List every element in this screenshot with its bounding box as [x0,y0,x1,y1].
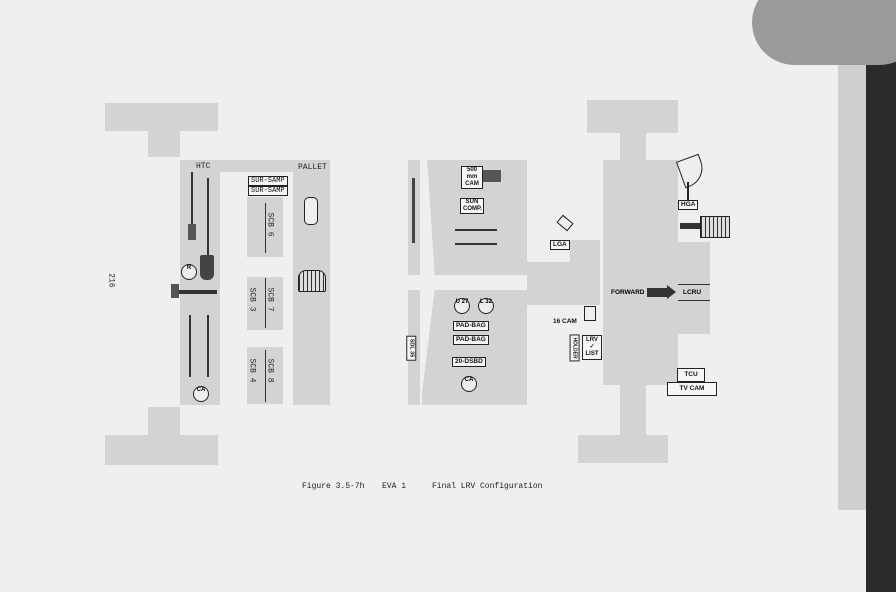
scoop-head-icon [188,224,196,240]
divider [678,284,710,285]
hga-dish-icon [675,153,709,189]
forward-arrowhead-icon [667,285,676,299]
hammer-icon [175,290,217,294]
lcru-area [678,242,710,334]
core-tube-icon [455,243,497,245]
divider [265,350,266,402]
hga-mast-icon [687,182,689,200]
tongs-head-icon [200,255,214,280]
wheel-well-bottom [105,435,218,465]
figure-number: Figure 3.5-7h [302,482,365,491]
hga-label: HGA [678,200,699,210]
scoop-icon [191,172,193,234]
magazine-rack-icon [298,270,326,292]
sdl-label: SDL 35 [406,335,417,361]
forward-arrow-icon [647,288,667,297]
forward-label: FORWARD [611,289,645,296]
lga-area [570,240,600,265]
cam-16-icon [584,306,596,321]
vehicle-body [603,160,678,385]
wheel-well-top [105,103,218,131]
scb-4: SCB 4 [247,358,257,383]
strut-top-right [620,133,646,160]
strut-top [148,130,180,157]
camera-icon [304,197,318,225]
sur-samp-1: SUR-SAMP [248,176,288,186]
sur-samp-2: SUR-SAMP [248,186,288,196]
pallet-label: PALLET [298,163,327,172]
lga-antenna-icon [556,214,574,232]
holder-label: HOLDER [569,334,580,362]
scb-6: SCB 6 [265,212,275,237]
pad-bag-2: PAD-BAG [453,335,489,345]
tv-cam-label: TV CAM [667,382,717,396]
sun-comp-label: SUN COMP. [460,198,484,214]
core-tube-icon [455,229,497,231]
lens-icon [483,170,501,182]
strut-bottom [148,407,180,435]
finger [752,0,896,65]
lga-label: LGA [550,240,570,250]
rake-icon [412,178,415,243]
u27-badge: U 27 [454,298,470,314]
eva-label: EVA 1 [382,482,407,491]
tv-lens-icon [700,216,730,238]
divider [265,278,266,328]
connector-area [527,262,600,305]
pad-bag-1: PAD-BAG [453,321,489,331]
top-strip [180,160,330,172]
page-number: 216 [106,273,116,288]
l32-badge: L 32 [478,298,494,314]
page-edge [838,60,868,510]
lcru-label: LCRU [683,289,702,296]
htc-area [180,160,220,405]
cam-500-label: 500 mm CAM [461,166,483,189]
ca-badge: CA [193,386,209,402]
wheel-well-top-right [587,100,678,133]
extension-handle-icon [207,315,209,377]
ca-badge-middle: CA [461,376,477,392]
divider [265,203,266,253]
htc-label: HTC [196,162,211,171]
dsbd-label: 20-DSBD [452,357,486,367]
scb-8: SCB 8 [265,358,275,383]
divider [678,300,710,301]
wheel-well-bottom-right [578,435,668,463]
extension-handle-icon [189,315,191,377]
strut-bottom-right [620,385,646,435]
r-badge: R [181,264,197,280]
figure-title: Final LRV Configuration [432,482,543,491]
scb-7: SCB 7 [265,287,275,312]
binding-shadow [866,0,896,592]
tv-camera-icon [680,223,700,229]
tcu-label: TCU [677,368,705,382]
scb-3: SCB 3 [247,287,257,312]
hammer-head-icon [171,284,179,298]
lrv-list-label: LRV ✓ LIST [582,335,602,360]
tongs-icon [207,178,209,268]
cam-16-label: 16 CAM [553,318,577,325]
